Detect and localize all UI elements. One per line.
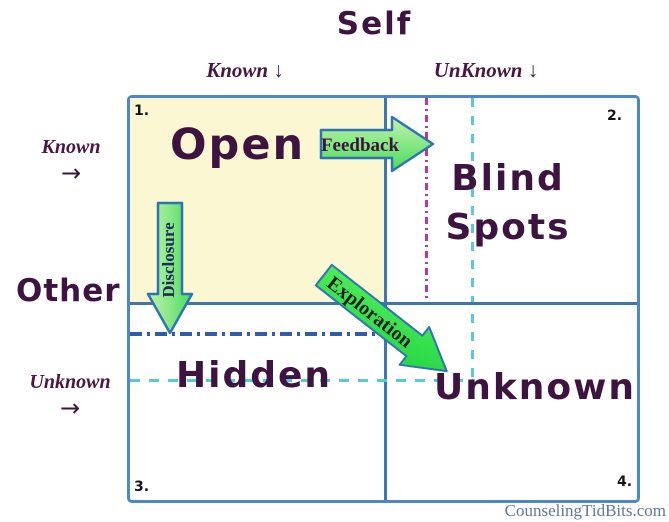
right-arrow-icon: → bbox=[59, 394, 81, 422]
navy-dashdot-line bbox=[130, 332, 385, 336]
quadrant-number-4: 4. bbox=[617, 474, 633, 490]
feedback-arrow-label: Feedback bbox=[321, 135, 400, 156]
cyan-dashed-horizontal-line bbox=[130, 379, 473, 382]
axis-label-other-unknown: Unknown → bbox=[8, 371, 132, 422]
quadrant-number-2: 2. bbox=[607, 108, 623, 124]
axis-label-self-known: Known ↓ bbox=[206, 58, 284, 82]
axis-title-other: Other bbox=[16, 273, 121, 309]
disclosure-arrow-icon: Disclosure bbox=[146, 201, 194, 336]
quadrant-number-1: 1. bbox=[134, 103, 150, 119]
footer-credit: CounselingTidBits.com bbox=[504, 501, 666, 520]
axis-label-other-known: Known → bbox=[15, 136, 127, 187]
magenta-dashdot-line bbox=[425, 98, 428, 303]
axis-label-self-unknown: UnKnown ↓ bbox=[433, 58, 539, 82]
cyan-dashed-vertical-line bbox=[471, 98, 474, 381]
right-arrow-icon: → bbox=[60, 159, 82, 187]
quadrant-number-3: 3. bbox=[134, 479, 150, 495]
vertical-divider bbox=[384, 98, 387, 500]
quadrant-label-blind-spots: Blind Spots bbox=[445, 158, 571, 248]
feedback-arrow-icon: Feedback bbox=[319, 115, 436, 173]
quadrant-label-hidden: Hidden bbox=[176, 355, 333, 396]
quadrant-label-unknown: Unknown bbox=[434, 367, 637, 408]
unknown-label: Unknown bbox=[29, 371, 111, 393]
diagram-title: Self bbox=[336, 6, 413, 42]
horizontal-divider bbox=[130, 302, 637, 305]
known-label: Known bbox=[41, 136, 101, 158]
quadrant-label-open: Open bbox=[170, 120, 306, 170]
disclosure-arrow-label: Disclosure bbox=[159, 222, 178, 298]
